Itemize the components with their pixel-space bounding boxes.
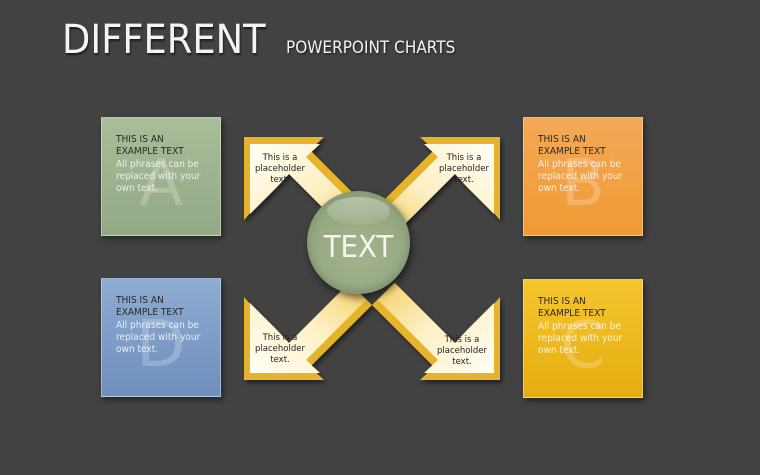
box-letter: B — [561, 147, 605, 221]
center-orb: TEXT — [307, 191, 410, 294]
arrow-bottom-right — [372, 283, 500, 380]
slide-title: DIFFERENT — [62, 17, 266, 63]
arrow-top-right — [372, 137, 500, 234]
slide-subtitle: POWERPOINT CHARTS — [286, 38, 456, 58]
center-label: TEXT — [323, 230, 394, 265]
box-letter: C — [560, 309, 606, 383]
box-letter: D — [136, 308, 186, 382]
box-letter: A — [139, 147, 183, 221]
orb-gloss — [327, 197, 390, 225]
arrow-bottom-left — [244, 283, 372, 380]
